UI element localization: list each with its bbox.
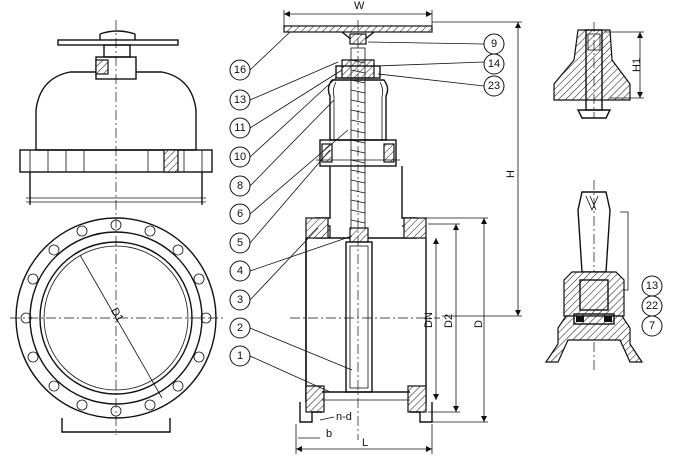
callout-number: 8	[237, 180, 243, 192]
section-view: W	[283, 0, 522, 454]
dim-L-label: L	[362, 437, 368, 449]
handwheel-front	[57, 30, 179, 58]
callout-bubble	[229, 232, 251, 254]
callout-bubble	[229, 317, 251, 339]
callout-number: 4	[237, 265, 243, 277]
callout-number: 10	[234, 151, 246, 163]
dim-D2-label: D2	[443, 314, 455, 328]
callout-number: 6	[237, 208, 243, 220]
dim-nd-label: n-d	[336, 411, 352, 423]
bolt-row	[29, 149, 203, 173]
callout-bubble	[229, 117, 251, 139]
callout-bubble	[229, 89, 251, 111]
detail-bottom	[544, 180, 644, 372]
dim-b-label: b	[326, 428, 332, 440]
callout-number: 7	[649, 320, 655, 332]
callout-bubble	[229, 289, 251, 311]
callout-number: 22	[646, 300, 658, 312]
callout-bubble	[229, 203, 251, 225]
dim-W-label: W	[354, 0, 365, 12]
callout-number: 2	[237, 322, 243, 334]
callout-number: 5	[237, 237, 243, 249]
callout-bubble	[483, 75, 505, 97]
callout-bubble	[641, 315, 663, 337]
callout-bubble	[229, 175, 251, 197]
flange-bolt-holes	[20, 219, 212, 417]
dim-H1-label: H1	[631, 58, 643, 72]
callout-bubble	[229, 146, 251, 168]
callout-bubble	[229, 260, 251, 282]
front-view: D1	[10, 20, 225, 435]
callout-number: 23	[488, 80, 500, 92]
dim-H-label: H	[505, 170, 517, 178]
callout-number: 13	[234, 94, 246, 106]
callouts-right: 9 14 23	[483, 33, 505, 97]
callout-number: 11	[234, 122, 245, 134]
detail-top: H1	[553, 22, 644, 119]
callouts-detail: 13 22 7	[641, 275, 663, 337]
dim-D1-line	[79, 254, 163, 399]
callout-bubble	[229, 345, 251, 367]
callout-number: 14	[488, 58, 500, 70]
callout-number: 16	[234, 64, 246, 76]
dim-DN-label: DN	[423, 312, 435, 328]
callout-bubble	[483, 53, 505, 75]
callout-number: 13	[646, 280, 658, 292]
callout-number: 9	[491, 38, 497, 50]
leader-lines	[249, 31, 623, 393]
callout-bubble	[229, 59, 251, 81]
dim-D-label: D	[473, 320, 485, 328]
callouts-left: 16 13 11 10 8 6 5 4 3 2 1	[229, 59, 251, 367]
callout-number: 3	[237, 294, 243, 306]
callout-number: 1	[237, 350, 243, 362]
